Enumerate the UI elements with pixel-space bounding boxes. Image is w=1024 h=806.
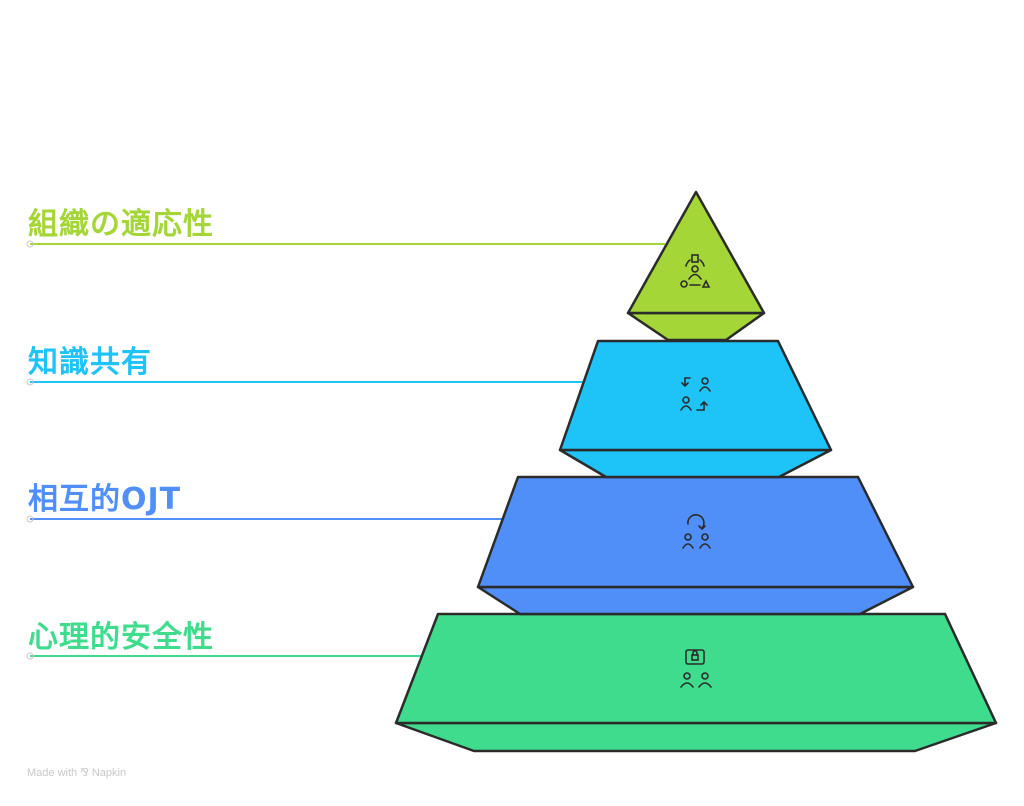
level-label-adaptability: 組織の適応性 xyxy=(28,207,214,242)
level-label-knowledge-sharing: 知識共有 xyxy=(28,345,152,380)
rotation-people-icon xyxy=(682,514,711,549)
pyramid-level-3 xyxy=(30,475,915,616)
diversity-people-icon xyxy=(680,254,711,288)
level-label-psychological-safety: 心理的安全性 xyxy=(28,620,214,655)
level-label-mutual-ojt: 相互的OJT xyxy=(28,482,182,517)
pyramid-level-1 xyxy=(30,190,766,342)
napkin-watermark: Made with ⅋ Napkin xyxy=(27,767,127,779)
exchange-people-icon xyxy=(680,377,711,411)
secure-group-icon xyxy=(680,649,712,688)
